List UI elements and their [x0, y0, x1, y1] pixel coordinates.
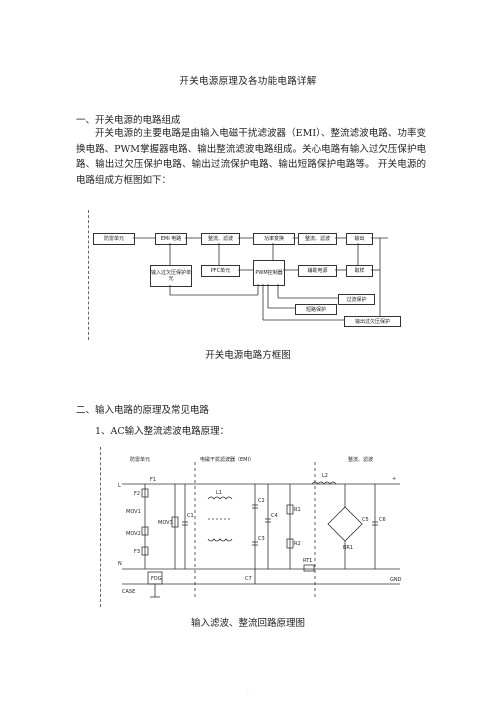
- label-fdg: FDG: [151, 576, 162, 582]
- label-mov1: MOV1: [126, 509, 141, 515]
- footer-mark: .: [247, 690, 249, 697]
- figure-2-caption: 输入滤波、整流回路原理图: [190, 618, 305, 629]
- label-l2: L2: [322, 473, 328, 479]
- label-c7: C7: [245, 576, 252, 582]
- section-heading-1: 一、开关电源的电路组成: [76, 115, 181, 126]
- subsection-heading: 1、AC输入整流滤波电路原理：: [95, 426, 230, 437]
- block-pwm-controller: PWM控制器: [253, 260, 285, 286]
- block-short-circuit: 短路保护: [295, 304, 337, 315]
- label-mov2: MOV2: [126, 531, 141, 537]
- label-c3: C3: [258, 536, 265, 542]
- label-case: CASE: [122, 589, 135, 595]
- label-f2: F2: [134, 491, 140, 497]
- label-gnd: GND: [390, 577, 402, 583]
- label-br1: BR1: [343, 545, 353, 551]
- document-title: 开关电源原理及各功能电路详解: [179, 76, 317, 87]
- label-f3: F3: [134, 549, 140, 555]
- label-protection: 防雷单元: [130, 456, 150, 463]
- label-c6: C6: [379, 517, 386, 523]
- label-emi: 电磁干扰滤波器（EMI）: [200, 456, 254, 463]
- label-n: N: [118, 561, 122, 567]
- label-f1: F1: [150, 477, 156, 483]
- block-protection: 防雷单元: [93, 233, 135, 245]
- input-filter-schematic: 防雷单元 电磁干扰滤波器（EMI） 整流、滤波 L N CASE F1 F2 F…: [100, 447, 410, 607]
- label-l1: L1: [216, 490, 222, 496]
- figure-1-caption: 开关电源电路方框图: [205, 350, 291, 361]
- label-c5: C5: [362, 517, 369, 523]
- block-diagram: 防雷单元 EMI 电路 整流、滤波 功率变换 整流、滤波 输出 输入过欠压保护单…: [88, 210, 410, 340]
- label-r1: R1: [294, 507, 301, 513]
- label-r2: R2: [294, 541, 301, 547]
- block-overcurrent: 过流保护: [338, 294, 375, 305]
- schematic-drawing: 防雷单元 电磁干扰滤波器（EMI） 整流、滤波 L N CASE F1 F2 F…: [118, 456, 402, 598]
- section-heading-2: 二、输入电路的原理及常见电路: [76, 405, 210, 416]
- block-emi: EMI 电路: [155, 233, 187, 245]
- block-output-rectifier: 整流、滤波: [298, 233, 337, 245]
- block-output: 输出: [346, 233, 373, 245]
- label-c4: C4: [271, 513, 278, 519]
- label-plus: +: [392, 476, 396, 482]
- block-aux-power: 辅助电源: [298, 265, 337, 277]
- label-c2: C2: [258, 498, 265, 504]
- block-power-conversion: 功率变换: [253, 233, 295, 245]
- block-pfc: PFC单元: [201, 265, 240, 277]
- block-input-protection: 输入过欠压保护单元: [150, 265, 192, 287]
- label-c1: C1: [187, 513, 194, 519]
- label-mov3: MOV3: [158, 520, 173, 526]
- block-rectifier: 整流、滤波: [201, 233, 240, 245]
- block-sampling: 取样: [346, 265, 373, 277]
- label-rt1: RT1: [303, 558, 312, 564]
- block-output-ovp: 输出过欠压保护: [344, 316, 401, 327]
- label-rectifier: 整流、滤波: [348, 456, 373, 463]
- section-1-paragraph: 开关电源的主要电路是由输入电磁干扰滤波器（EMI）、整流滤波电路、功率变换电路、…: [76, 128, 426, 186]
- label-l: L: [118, 483, 121, 489]
